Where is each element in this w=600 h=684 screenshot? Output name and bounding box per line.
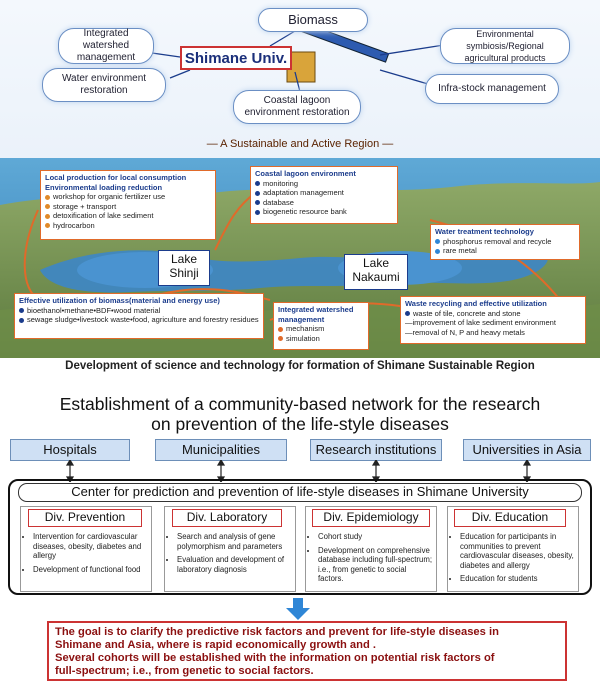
division-epidemiology-title: Div. Epidemiology (312, 509, 430, 527)
coastal-environment-title: Coastal lagoon environment (255, 169, 356, 178)
down-arrow-icon (286, 598, 310, 620)
list-item: Cohort study (318, 532, 432, 542)
list-item: database (255, 198, 393, 208)
research-center-frame (8, 479, 592, 595)
university-label: Shimane Univ. (180, 46, 292, 70)
list-item: —removal of N, P and heavy metals (405, 327, 525, 337)
list-item: Development of functional food (33, 565, 147, 575)
illustration-caption: Development of science and technology fo… (65, 360, 535, 372)
waste-recycling-box: Waste recycling and effective utilizatio… (400, 296, 586, 344)
waste-recycling-title: Waste recycling and effective utilizatio… (405, 299, 547, 308)
biomass-cloud: Biomass (258, 8, 368, 32)
load-reduction-title: Environmental loading reduction (45, 182, 163, 192)
partner-municipalities: Municipalities (155, 439, 287, 461)
partner-hospitals: Hospitals (10, 439, 130, 461)
list-item: workshop for organic fertilizer use (45, 192, 211, 202)
local-production-box: Local production for local consumption E… (40, 170, 216, 240)
division-laboratory-title: Div. Laboratory (172, 509, 282, 527)
regional-map-illustration: Biomass Integrated watershed management … (0, 0, 600, 358)
list-item: storage + transport (45, 202, 211, 212)
network-title: Establishment of a community-based netwo… (59, 394, 541, 434)
list-item: Development on comprehensive database in… (318, 546, 432, 584)
water-treatment-title: Water treatment technology (435, 227, 534, 236)
local-production-title: Local production for local consumption (45, 173, 187, 182)
list-item: detoxification of lake sediment (45, 211, 211, 221)
integrated-watershed-cloud: Integrated watershed management (58, 28, 154, 64)
infra-stock-cloud: Infra-stock management (425, 74, 559, 104)
division-prevention-title: Div. Prevention (28, 509, 142, 527)
list-item: mechanism (278, 324, 364, 334)
partner-research-institutions: Research institutions (310, 439, 442, 461)
list-item: monitoring (255, 179, 393, 189)
research-center-title: Center for prediction and prevention of … (18, 483, 582, 502)
list-item: Intervention for cardiovascular diseases… (33, 532, 147, 561)
division-education-title: Div. Education (454, 509, 566, 527)
list-item: rare metal (435, 246, 575, 256)
partner-universities-asia: Universities in Asia (463, 439, 591, 461)
list-item: waste of tile, concrete and stone (405, 309, 581, 319)
list-item: —improvement of lake sediment environmen… (405, 318, 556, 327)
list-item: biogenetic resource bank (255, 207, 393, 217)
list-item: hydrocarbon (45, 221, 211, 231)
water-environment-cloud: Water environment restoration (42, 68, 166, 102)
region-banner: — A Sustainable and Active Region — (206, 138, 394, 150)
watershed-title-2: management (278, 314, 325, 324)
list-item: Education for students (460, 574, 574, 584)
list-item: bioethanol•methane•BDF•wood material (19, 306, 259, 316)
environmental-symbiosis-cloud: Environmental symbiosis/Regional agricul… (440, 28, 570, 64)
watershed-management-box: Integrated watershed management mechanis… (273, 302, 369, 350)
biomass-utilization-title: Effective utilization of biomass(materia… (19, 296, 220, 305)
watershed-title: Integrated watershed (278, 305, 354, 314)
list-item: Education for participants in communitie… (460, 532, 574, 570)
list-item: adaptation management (255, 188, 393, 198)
goal-statement: The goal is to clarify the predictive ri… (47, 621, 567, 681)
water-treatment-box: Water treatment technology phosphorus re… (430, 224, 580, 260)
list-item: phosphorus removal and recycle (435, 237, 575, 247)
list-item: Search and analysis of gene polymorphism… (177, 532, 291, 551)
biomass-utilization-box: Effective utilization of biomass(materia… (14, 293, 264, 339)
list-item: sewage sludge•livestock waste•food, agri… (19, 315, 259, 325)
coastal-environment-box: Coastal lagoon environment monitoring ad… (250, 166, 398, 224)
list-item: simulation (278, 334, 364, 344)
coastal-lagoon-cloud: Coastal lagoon environment restoration (233, 90, 361, 124)
list-item: Evaluation and development of laboratory… (177, 555, 291, 574)
